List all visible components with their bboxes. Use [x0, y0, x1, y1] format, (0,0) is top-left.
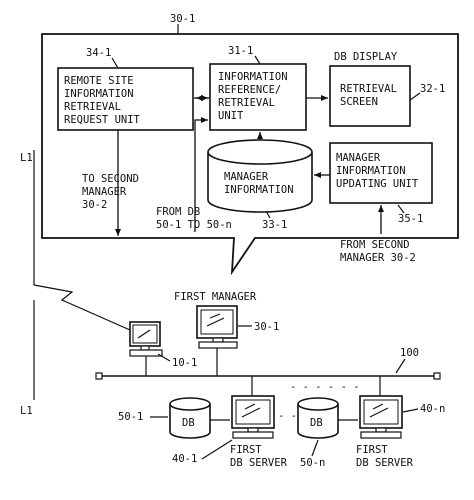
- remote-unit-line-3: RETRIEVAL: [64, 101, 121, 113]
- info-unit-line-4: UNIT: [218, 110, 244, 122]
- db-server-40-1: [231, 395, 275, 439]
- db1-ref: 50-1: [118, 411, 143, 423]
- arrow-from-db-servers: [194, 117, 208, 232]
- retrieval-screen-line-2: SCREEN: [340, 96, 378, 108]
- dbn-ref: 50-n: [300, 457, 325, 469]
- manager-information-db: [207, 139, 313, 213]
- bus-terminator-left: [95, 372, 103, 380]
- first-manager-computer: [196, 305, 238, 349]
- l1-label-top: L1: [20, 152, 33, 164]
- screen-ref: 32-1: [420, 83, 445, 95]
- info-unit-line-1: INFORMATION: [218, 71, 288, 83]
- db1-text: DB: [182, 417, 195, 429]
- pc-terminal: [129, 321, 163, 357]
- bus-dashes: - - - - - -: [290, 381, 360, 393]
- network-ref-leader: [395, 358, 406, 374]
- updating-unit-leader: [397, 204, 405, 214]
- servern-caption-line-2: DB SERVER: [356, 457, 414, 469]
- info-unit-leader: [254, 55, 261, 65]
- updating-unit-line-1: MANAGER: [336, 152, 381, 164]
- information-reference-retrieval-unit: [209, 63, 307, 131]
- updating-unit-line-3: UPDATING UNIT: [336, 178, 419, 190]
- retrieval-screen-line-1: RETRIEVAL: [340, 83, 397, 95]
- manager-db-leader: [265, 210, 271, 219]
- l1-break: [33, 284, 131, 331]
- pc-ref: 10-1: [172, 357, 197, 369]
- remote-unit-line-2: INFORMATION: [64, 88, 134, 100]
- first-manager-ref: 30-1: [254, 321, 279, 333]
- db-50-1: [169, 397, 211, 439]
- db-display-label: DB DISPLAY: [334, 51, 398, 63]
- balloon-ref-label: 30-1: [170, 13, 195, 25]
- to-second-line-3: 30-2: [82, 199, 107, 211]
- db-50-n: [297, 397, 339, 439]
- info-unit-ref: 31-1: [228, 45, 253, 57]
- updating-unit-line-2: INFORMATION: [336, 165, 406, 177]
- retrieval-screen: [329, 65, 411, 127]
- dbn-ref-leader: [311, 439, 319, 457]
- remote-site-retrieval-request-unit: [57, 67, 194, 131]
- from-db-line-2: 50-1 TO 50-n: [156, 219, 232, 231]
- info-unit-line-3: RETRIEVAL: [218, 97, 275, 109]
- dbn-text: DB: [310, 417, 323, 429]
- from-second-line-2: MANAGER 30-2: [340, 252, 416, 264]
- to-second-line-2: MANAGER: [82, 186, 127, 198]
- remote-unit-ref: 34-1: [86, 47, 111, 59]
- remote-unit-line-4: REQUEST UNIT: [64, 114, 141, 126]
- pc-ref-leader: [157, 353, 171, 362]
- remote-unit-leader: [111, 57, 119, 69]
- from-second-line-1: FROM SECOND: [340, 239, 410, 251]
- updating-unit-ref: 35-1: [398, 213, 423, 225]
- server1-caption-line-1: FIRST: [230, 444, 262, 456]
- l1-label-bottom: L1: [20, 405, 33, 417]
- manager-information-updating-unit: [329, 142, 433, 204]
- first-manager-label: FIRST MANAGER: [174, 291, 257, 303]
- server1-ref-leader: [201, 439, 233, 460]
- from-db-line-1: FROM DB: [156, 206, 200, 218]
- remote-unit-line-1: REMOTE SITE: [64, 75, 134, 87]
- servern-ref-leader: [402, 408, 419, 413]
- manager-db-line-2: INFORMATION: [224, 184, 294, 196]
- servern-ref: 40-n: [420, 403, 445, 415]
- manager-db-line-1: MANAGER: [224, 171, 269, 183]
- screen-leader: [409, 92, 421, 101]
- manager-db-ref: 33-1: [262, 219, 287, 231]
- server1-caption-line-2: DB SERVER: [230, 457, 288, 469]
- info-unit-line-2: REFERENCE/: [218, 84, 281, 96]
- bus-terminator-right: [433, 372, 441, 380]
- db-server-40-n: [359, 395, 403, 439]
- servern-caption-line-1: FIRST: [356, 444, 388, 456]
- network-ref: 100: [400, 347, 419, 359]
- to-second-line-1: TO SECOND: [82, 173, 139, 185]
- server1-ref: 40-1: [172, 453, 197, 465]
